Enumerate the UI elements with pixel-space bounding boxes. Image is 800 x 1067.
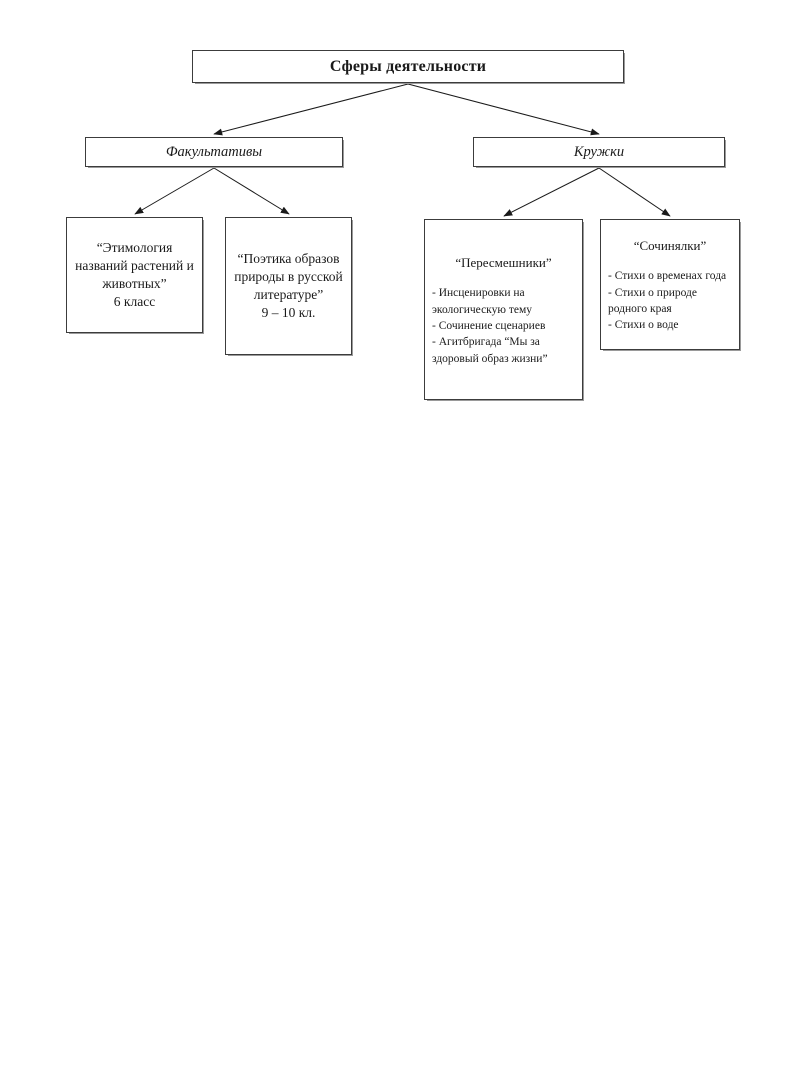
list-item: - Инсценировки на экологическую тему xyxy=(432,287,532,316)
list-item: - Сочинение сценариев xyxy=(432,319,546,332)
node-root-label: Сферы деятельности xyxy=(329,57,487,75)
list-item: - Стихи о природе родного края xyxy=(608,286,697,316)
connector-club-to-leaf-3 xyxy=(503,167,600,217)
node-leaf-poetics-title: “Поэтика образов природы в русской литер… xyxy=(234,251,343,302)
node-branch-clubs[interactable]: Кружки xyxy=(473,137,725,167)
connector-root-to-elective xyxy=(213,83,409,136)
connector-root-to-club xyxy=(407,83,600,136)
node-leaf-etymology-subtitle: 6 класс xyxy=(113,293,156,309)
list-item: - Агитбригада “Мы за здоровый образ жизн… xyxy=(432,336,548,365)
node-leaf-etymology[interactable]: “Этимология названий растений и животных… xyxy=(66,217,203,333)
node-leaf-mockingbirds-list: - Инсценировки на экологическую тему - С… xyxy=(430,285,577,367)
node-leaf-versifiers-title: “Сочинялки” xyxy=(633,238,707,254)
node-leaf-versifiers[interactable]: “Сочинялки” - Стихи о временах года - Ст… xyxy=(600,219,740,350)
node-leaf-versifiers-list: - Стихи о временах года - Стихи о природ… xyxy=(606,268,734,333)
node-branch-electives-label: Факультативы xyxy=(165,143,263,160)
node-leaf-poetics-subtitle: 9 – 10 кл. xyxy=(261,304,316,320)
node-leaf-mockingbirds[interactable]: “Пересмешники” - Инсценировки на экологи… xyxy=(424,219,583,400)
connector-club-to-leaf-4 xyxy=(598,167,671,217)
node-leaf-poetics[interactable]: “Поэтика образов природы в русской литер… xyxy=(225,217,352,355)
connector-elective-to-leaf-2 xyxy=(213,167,290,215)
node-branch-clubs-label: Кружки xyxy=(573,143,625,160)
node-branch-electives[interactable]: Факультативы xyxy=(85,137,343,167)
node-leaf-etymology-title: “Этимология названий растений и животных… xyxy=(75,240,194,291)
list-item: - Стихи о временах года xyxy=(608,270,727,283)
list-item: - Стихи о воде xyxy=(608,319,679,332)
node-root[interactable]: Сферы деятельности xyxy=(192,50,624,83)
connector-elective-to-leaf-1 xyxy=(134,167,215,215)
node-leaf-mockingbirds-title: “Пересмешники” xyxy=(455,255,552,271)
